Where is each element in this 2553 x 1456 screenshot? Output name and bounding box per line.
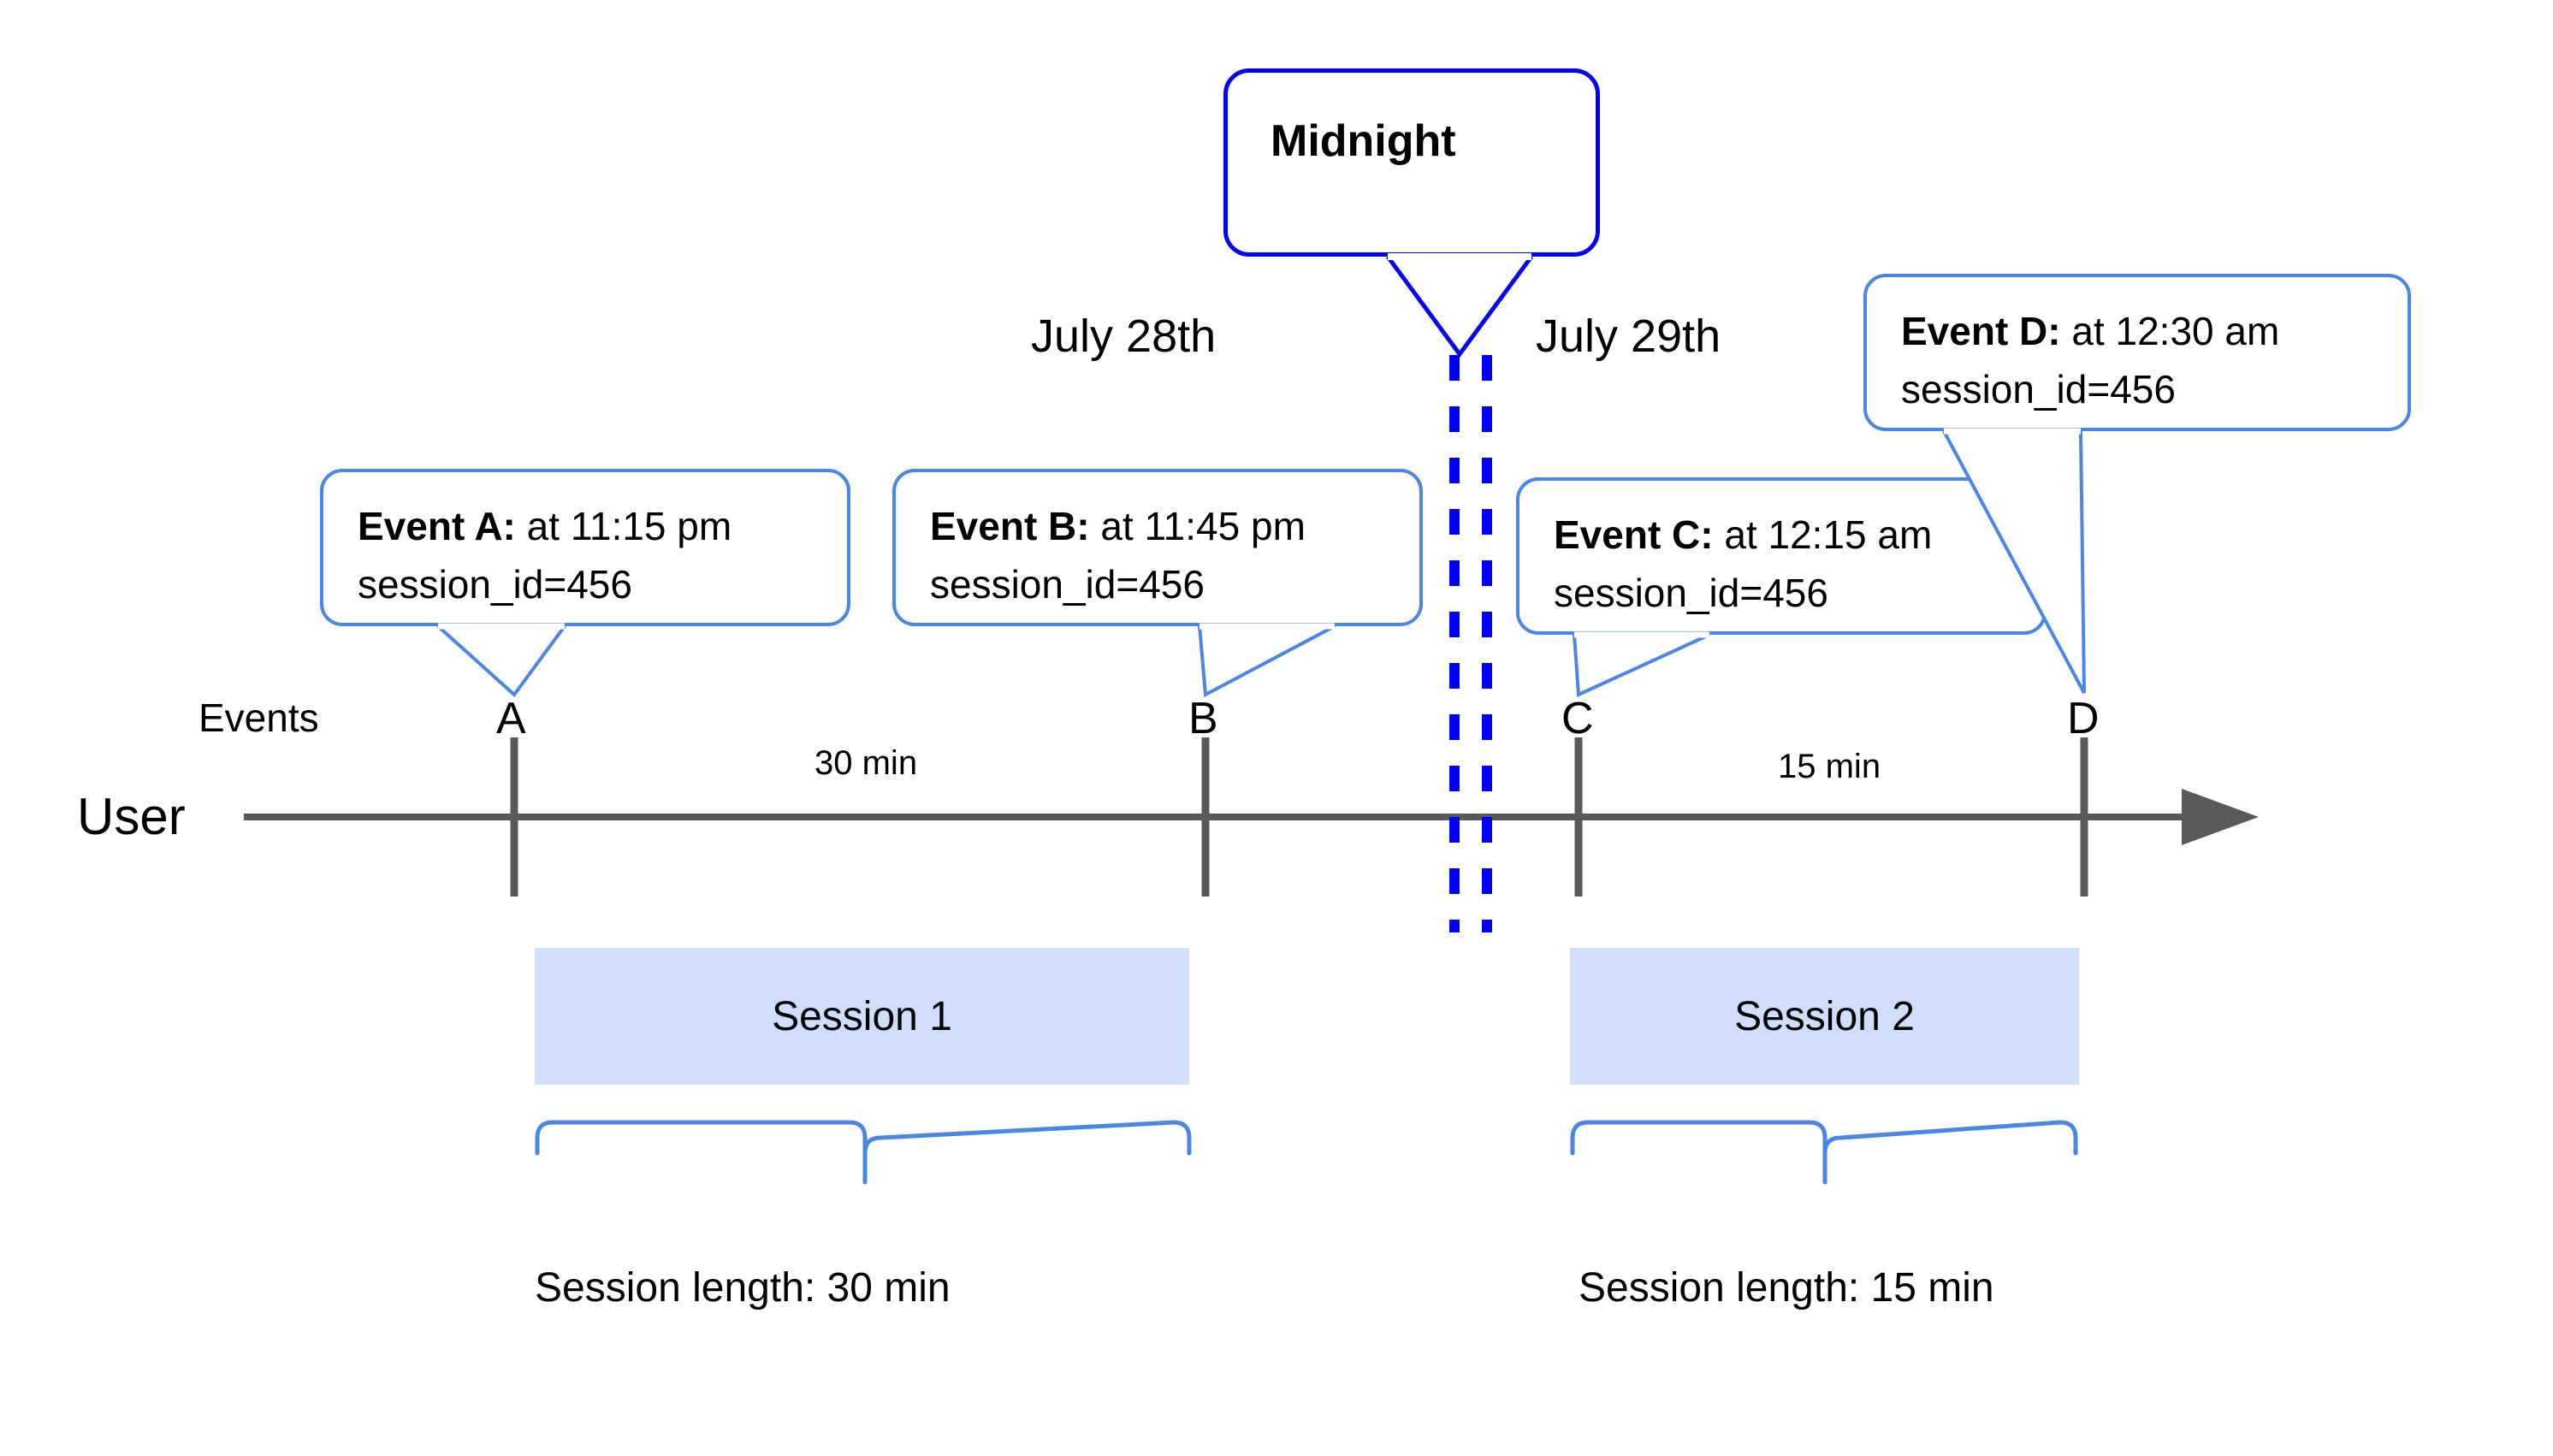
event-d-rest: at 12:30 am	[2060, 309, 2280, 353]
event-b-line2: session_id=456	[930, 562, 1205, 607]
midnight-callout-tail	[1385, 255, 1534, 358]
event-letter-a: A	[496, 694, 526, 743]
event-d-tail	[1942, 430, 2086, 694]
event-a-rest: at 11:15 pm	[515, 504, 732, 548]
event-letter-d: D	[2067, 694, 2100, 743]
event-letter-b: B	[1188, 694, 1218, 743]
event-d-line1: Event D: at 12:30 am	[1901, 311, 2279, 351]
event-d-line2: session_id=456	[1901, 367, 2176, 411]
midnight-callout: Midnight	[1223, 68, 1600, 257]
event-a-tail	[436, 624, 566, 697]
session-box-2: Session 2	[1570, 948, 2079, 1085]
session-1-label: Session 1	[772, 993, 952, 1039]
event-c-line2: session_id=456	[1554, 571, 1828, 615]
duration-label-cd: 15 min	[1778, 748, 1881, 785]
session-box-1: Session 1	[535, 948, 1189, 1085]
event-b-tail	[1198, 624, 1336, 698]
row-label-events: Events	[198, 695, 319, 740]
session-2-length-label: Session length: 15 min	[1579, 1265, 1994, 1311]
event-letter-c: C	[1561, 694, 1594, 743]
event-a-bold: Event A:	[358, 504, 516, 548]
event-c-tail	[1573, 633, 1710, 698]
event-c-line1: Event C: at 12:15 am	[1554, 515, 1932, 554]
midnight-label: Midnight	[1271, 116, 1456, 166]
event-callout-d: Event D: at 12:30 am session_id=456	[1863, 274, 2411, 431]
session-1-length-label: Session length: 30 min	[535, 1265, 951, 1311]
session-2-label: Session 2	[1734, 993, 1915, 1039]
event-d-bold: Event D:	[1901, 309, 2061, 353]
event-callout-b: Event B: at 11:45 pm session_id=456	[892, 469, 1423, 626]
day-label-july-29: July 29th	[1536, 311, 1721, 362]
event-a-line1: Event A: at 11:15 pm	[358, 506, 732, 546]
duration-label-ab: 30 min	[814, 744, 918, 782]
event-b-rest: at 11:45 pm	[1089, 504, 1306, 548]
event-b-bold: Event B:	[930, 504, 1090, 548]
day-label-july-28: July 28th	[1031, 311, 1217, 362]
event-c-bold: Event C:	[1554, 512, 1714, 557]
row-label-user: User	[77, 788, 186, 845]
event-a-line2: session_id=456	[358, 562, 632, 607]
event-callout-a: Event A: at 11:15 pm session_id=456	[320, 469, 850, 626]
timeline-arrowhead	[2182, 789, 2259, 845]
event-callout-c: Event C: at 12:15 am session_id=456	[1516, 477, 2047, 635]
event-c-rest: at 12:15 am	[1713, 512, 1933, 557]
event-b-line1: Event B: at 11:45 pm	[930, 506, 1306, 546]
